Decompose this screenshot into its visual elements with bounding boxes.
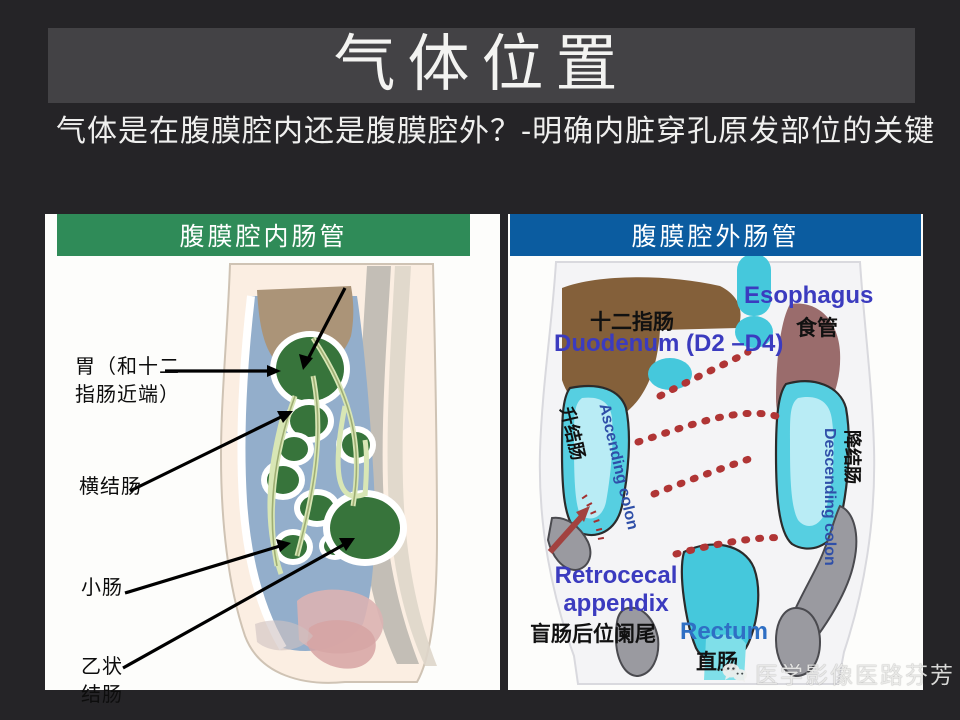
panel-right-header: 腹膜腔外肠管 (510, 214, 921, 256)
ascending-colon-lumen (574, 397, 613, 519)
sagittal-abdomen-diagram (45, 256, 500, 690)
liver-brown (562, 277, 741, 417)
callout-arrows (122, 287, 355, 670)
watermark-text: 医学影像医路芬芳 (755, 663, 955, 689)
label-duodenum-en: Duodenum (D2 –D4) (554, 330, 784, 357)
descending-colon-lumen (790, 396, 834, 526)
retrocecal-appendix-marker (547, 494, 605, 555)
label-stomach-duodenum: 胃（和十二 指肠近端） (75, 354, 180, 406)
label-descending-colon-en: Descending colon (821, 428, 838, 566)
label-retrocecal-appendix-zh: 盲肠后位阑尾 (530, 621, 656, 646)
panel-intraperitoneal: 腹膜腔内肠管 (45, 214, 500, 706)
peritoneum-line (237, 295, 287, 651)
esophagus-shape (737, 256, 771, 316)
iliac-structures (546, 504, 858, 678)
rectum-shape (680, 543, 760, 663)
label-sigmoid-colon: 乙状 结肠 (81, 654, 123, 706)
left-anatomy-svg (122, 263, 439, 684)
panel-left-header-label: 腹膜腔内肠管 (179, 222, 348, 251)
duodenum-segment (648, 358, 692, 390)
slide-subtitle: 气体是在腹膜腔内还是腹膜腔外？-明确内脏穿孔原发部位的关键 (56, 114, 936, 149)
spine-band-outer (387, 266, 437, 666)
title-banner: 气体位置 (48, 27, 915, 103)
panel-right-header-label: 腹膜腔外肠管 (631, 222, 800, 251)
label-transverse-colon: 横结肠 (79, 474, 142, 498)
page-title: 气体位置 (333, 27, 630, 100)
label-esophagus-en: Esophagus (744, 282, 874, 309)
label-duodenum-zh: 十二指肠 (590, 309, 674, 334)
gastro-junction (735, 316, 773, 348)
panel-retroperitoneal: 腹膜腔外肠管 (508, 214, 923, 690)
frontal-abdomen-diagram (508, 256, 923, 690)
panel-left-header: 腹膜腔内肠管 (57, 214, 470, 256)
label-esophagus-zh: 食管 (796, 315, 838, 340)
watermark: 医学影像医路芬芳 (722, 656, 955, 690)
label-small-intestine: 小肠 (81, 575, 123, 599)
pelvic-floor (255, 620, 313, 651)
peritoneal-reflection-dots (634, 348, 790, 558)
right-anatomy-svg (538, 256, 876, 685)
label-descending-colon-zh: 降结肠 (841, 430, 862, 484)
rectum-pink (307, 620, 376, 669)
wechat-icon (722, 663, 747, 683)
label-retrocecal-appendix-en: Retrocecal appendix (554, 562, 678, 617)
label-rectum-en: Rectum (680, 618, 769, 645)
